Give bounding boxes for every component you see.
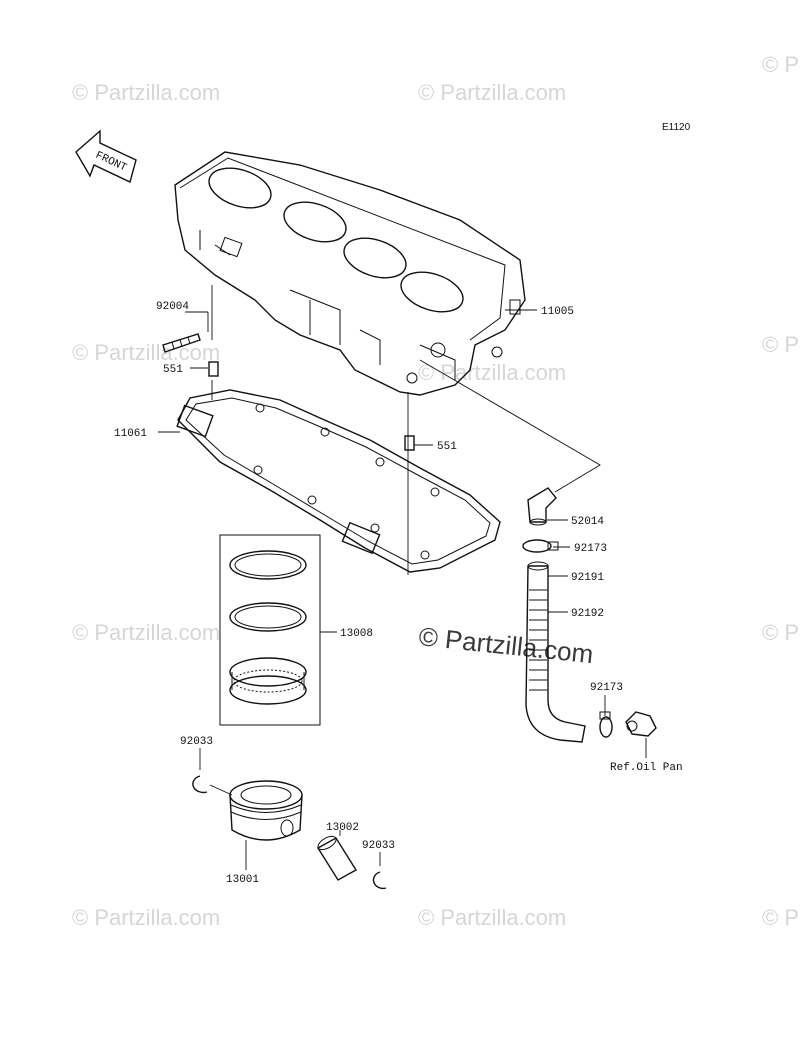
circlip-left: [192, 775, 208, 794]
ref-note: Ref.Oil Pan: [610, 762, 683, 774]
part-label-13008: 13008: [340, 628, 373, 640]
part-label-92191: 92191: [571, 572, 604, 584]
watermark: © Partzilla.com: [418, 905, 566, 930]
watermark: © Partzilla.com: [418, 80, 566, 105]
cylinder-gasket: [176, 389, 501, 573]
dowel-pin-upper: [208, 361, 219, 377]
part-label-551: 551: [437, 441, 457, 453]
part-label-13002: 13002: [326, 822, 359, 834]
part-label-92004: 92004: [156, 301, 189, 313]
oil-hose: [525, 561, 586, 743]
watermark: © Partzilla.com: [72, 905, 220, 930]
part-label-551: 551: [163, 364, 183, 376]
part-label-11061: 11061: [114, 428, 147, 440]
diagram-code: E1120: [662, 122, 691, 133]
stud: [162, 333, 201, 353]
oil-pan-fitting: [625, 711, 657, 737]
watermark-center: © Partzilla.com: [417, 621, 594, 669]
watermark: © Partzilla.com: [72, 340, 220, 365]
front-arrow-icon: FRONT: [75, 129, 137, 183]
part-label-92033: 92033: [362, 840, 395, 852]
circlip-right: [372, 871, 387, 890]
watermark: © Partzilla.com: [762, 905, 800, 930]
cylinder-block: [174, 151, 526, 396]
part-label-92192: 92192: [571, 608, 604, 620]
watermark-layer: © Partzilla.com © Partzilla.com © Partzi…: [72, 52, 800, 930]
watermark: © Partzilla.com: [762, 332, 800, 357]
watermark: © Partzilla.com: [72, 620, 220, 645]
part-label-52014: 52014: [571, 516, 604, 528]
dowel-pin-lower: [404, 435, 415, 451]
watermark: © Partzilla.com: [762, 52, 800, 77]
leader-lines: [158, 285, 647, 870]
watermark: © Partzilla.com: [72, 80, 220, 105]
part-label-11005: 11005: [541, 306, 574, 318]
watermark: © Partzilla.com: [418, 360, 566, 385]
elbow-fitting: [527, 487, 557, 526]
part-label-92173: 92173: [590, 682, 623, 694]
piston-ring-set: [219, 534, 321, 726]
clamp-lower: [599, 711, 613, 738]
part-label-92033: 92033: [180, 736, 213, 748]
piston-pin: [317, 835, 357, 881]
part-label-92173: 92173: [574, 543, 607, 555]
clamp-upper: [522, 539, 559, 553]
watermark: © Partzilla.com: [762, 620, 800, 645]
part-labels: 11005 92004 551 11061 551 52014 92173 92…: [114, 301, 683, 886]
piston: [229, 780, 303, 841]
part-label-13001: 13001: [226, 874, 259, 886]
